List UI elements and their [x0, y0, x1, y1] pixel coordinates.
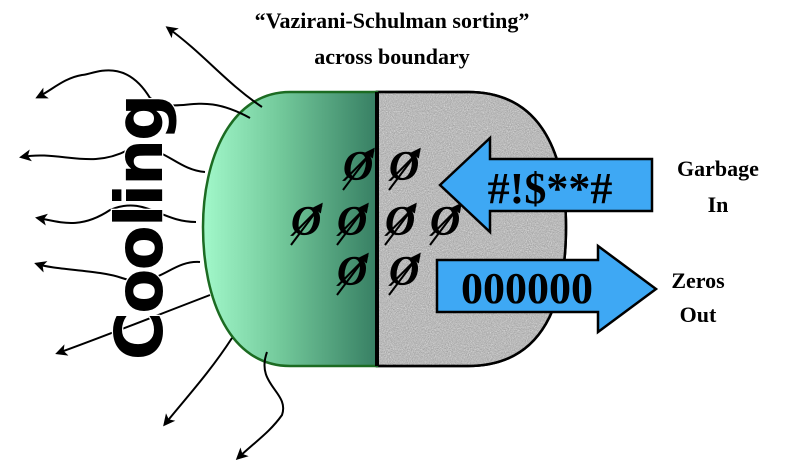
title-line-2: across boundary	[314, 44, 469, 69]
cooling-arrows	[19, 26, 285, 461]
zeros-arrow-shape	[435, 243, 659, 335]
spin-symbol: Ø	[336, 249, 369, 296]
zeros-label-line-2: Out	[680, 302, 717, 327]
garbage-arrow-shape	[438, 135, 654, 235]
spin-arrow	[388, 252, 421, 296]
title-line-1: “Vazirani-Schulman sorting”	[255, 8, 530, 33]
spin-symbol: Ø	[388, 144, 421, 191]
spin-symbol: Ø	[342, 144, 375, 191]
spin-glyph: Ø	[336, 249, 369, 295]
cooling-arrow-upper-left	[35, 69, 251, 119]
spin-glyph: Ø	[429, 199, 462, 245]
spin-arrow	[342, 147, 375, 191]
garbage-in-arrow: #!$**#	[438, 135, 654, 235]
spin-glyph: Ø	[388, 144, 421, 190]
spin-symbol: Ø	[290, 199, 323, 246]
cooling-arrow-mid-upper	[19, 147, 206, 173]
cooling-arrow-bottom	[235, 351, 285, 461]
zeros-label-line-1: Zeros	[671, 268, 725, 293]
cooling-arrow-mid	[35, 204, 197, 226]
spin-symbols: Ø Ø Ø Ø Ø Ø Ø Ø	[290, 144, 462, 296]
cooling-arrow-lower	[163, 337, 233, 427]
cooling-arrow-mid-lower	[34, 260, 201, 282]
spin-arrow	[384, 202, 417, 246]
cool-region	[201, 90, 379, 368]
garbage-label-line-1: Garbage	[677, 156, 759, 181]
garbage-label-line-2: In	[708, 192, 729, 217]
spin-symbol: Ø	[388, 249, 421, 296]
spin-arrow	[336, 252, 369, 296]
spin-glyph: Ø	[290, 199, 323, 245]
hot-region-outline	[375, 90, 568, 368]
cooling-arrow-top	[165, 26, 263, 108]
cooling-arrow-lower-left	[55, 294, 211, 356]
spin-glyph: Ø	[384, 199, 417, 245]
spin-arrow	[429, 202, 462, 246]
spin-symbol: Ø	[384, 199, 417, 246]
spin-glyph: Ø	[342, 144, 375, 190]
spin-glyph: Ø	[388, 249, 421, 295]
garbage-arrow-text: #!$**#	[488, 164, 613, 213]
spin-arrow	[290, 202, 323, 246]
spin-symbol: Ø	[429, 199, 462, 246]
spin-symbol: Ø	[336, 199, 369, 246]
zeros-arrow-text: 000000	[461, 264, 593, 313]
spin-arrow	[336, 202, 369, 246]
spin-arrow	[388, 147, 421, 191]
spin-glyph: Ø	[336, 199, 369, 245]
zeros-out-arrow: 000000	[435, 243, 659, 335]
cooling-label: Cooling	[101, 96, 178, 361]
